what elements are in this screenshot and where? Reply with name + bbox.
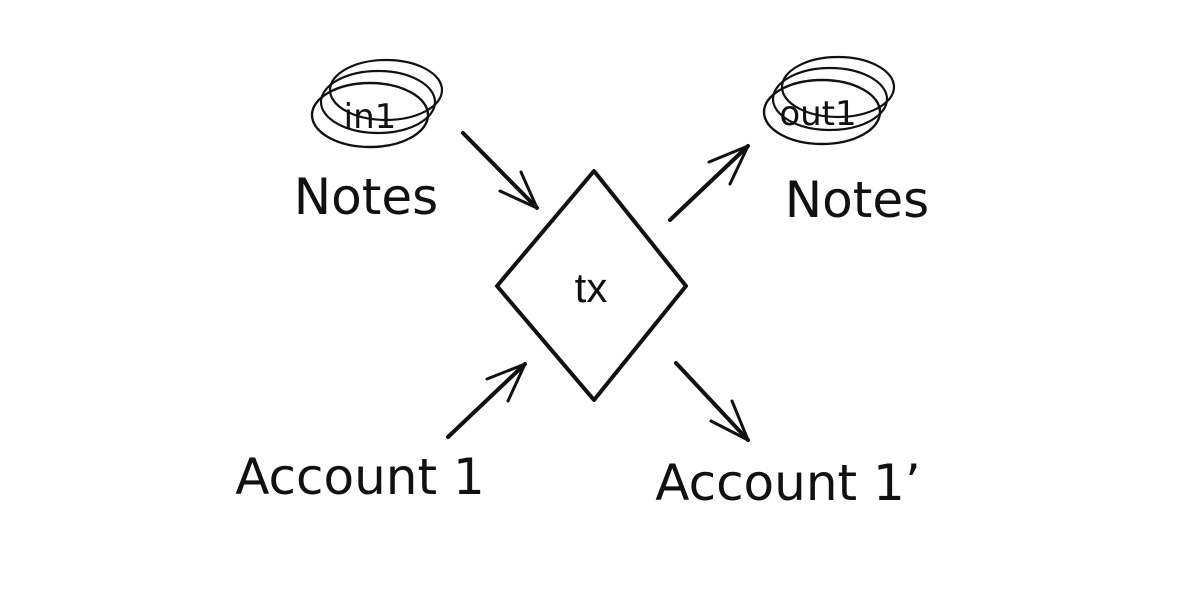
transaction-diamond	[495, 169, 688, 402]
input-notes-group-label: Notes	[294, 168, 438, 226]
arrow-notes-to-tx	[461, 131, 539, 210]
output-notes-stack: out1	[762, 55, 896, 146]
transaction-node: tx	[495, 169, 688, 402]
output-note-label: out1	[779, 94, 856, 134]
arrow-tx-to-account	[674, 361, 750, 442]
note-back-ellipse	[328, 58, 444, 122]
note-middle-ellipse	[771, 66, 889, 132]
arrow-tx-to-notes	[668, 144, 750, 222]
input-note-label: in1	[344, 97, 397, 137]
note-front-ellipse	[310, 81, 430, 149]
transaction-label: tx	[575, 264, 608, 311]
input-notes-stack: in1	[310, 58, 444, 149]
note-middle-ellipse	[319, 69, 437, 135]
input-account-label: Account 1	[235, 448, 485, 506]
arrow-account-to-tx	[446, 362, 527, 439]
note-back-ellipse	[780, 55, 896, 119]
output-account-label: Account 1’	[655, 454, 920, 512]
note-front-ellipse	[762, 78, 882, 146]
output-notes-group-label: Notes	[785, 171, 929, 229]
